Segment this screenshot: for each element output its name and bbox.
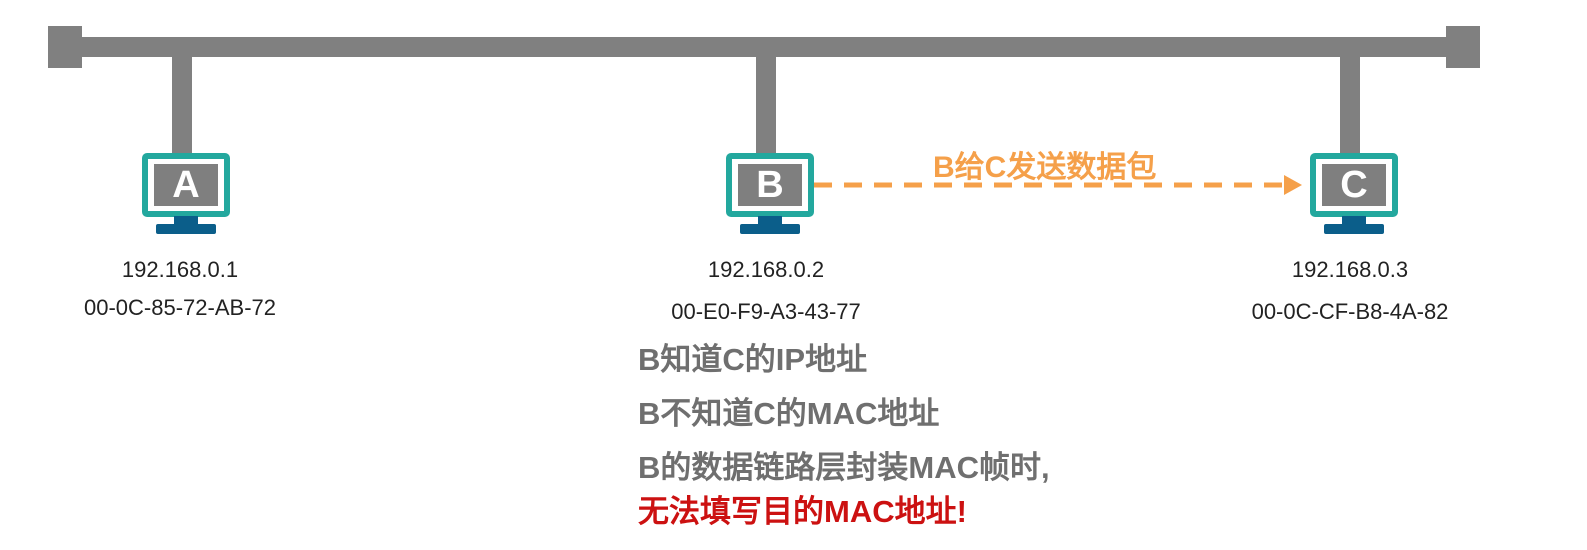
arrow-head-icon <box>1284 175 1302 195</box>
host-b: B <box>714 153 834 253</box>
mac-address: 00-0C-CF-B8-4A-82 <box>1251 299 1449 324</box>
ip-address: 192.168.0.2 <box>707 257 825 282</box>
computer-icon: A <box>142 153 230 217</box>
explanation-notes: B知道C的IP地址 B不知道C的MAC地址 B的数据链路层封装MAC帧时, 无法… <box>638 340 1050 532</box>
host-letter: C <box>1340 164 1368 206</box>
network-bus <box>48 37 1480 57</box>
drop-cable-c <box>1340 57 1360 155</box>
host-c: C <box>1298 153 1418 253</box>
note-line: B不知道C的MAC地址 <box>638 396 940 431</box>
mac-address: 00-0C-85-72-AB-72 <box>84 295 276 320</box>
bus-terminator-left <box>48 26 82 68</box>
drop-cable-b <box>756 57 776 155</box>
host-a-address: 192.168.0.1 00-0C-85-72-AB-72 <box>50 255 310 323</box>
drop-cable-a <box>172 57 192 155</box>
host-letter: A <box>172 164 200 206</box>
ip-address: 192.168.0.3 <box>1291 257 1409 282</box>
host-a: A <box>130 153 250 253</box>
send-arrow <box>814 175 1302 195</box>
mac-address: 00-E0-F9-A3-43-77 <box>671 299 861 324</box>
host-letter: B <box>756 164 784 206</box>
note-line: B知道C的IP地址 <box>638 342 868 377</box>
bus-terminator-right <box>1446 26 1480 68</box>
warning-line: 无法填写目的MAC地址! <box>638 494 967 529</box>
computer-icon: B <box>726 153 814 217</box>
arrow-label: B给C发送数据包 <box>933 151 1157 184</box>
note-line: B的数据链路层封装MAC帧时, <box>638 450 1050 485</box>
computer-icon: C <box>1310 153 1398 217</box>
host-c-address: 192.168.0.3 00-0C-CF-B8-4A-82 <box>1220 255 1480 327</box>
ip-address: 192.168.0.1 <box>121 257 239 282</box>
host-b-address: 192.168.0.2 00-E0-F9-A3-43-77 <box>636 255 896 327</box>
